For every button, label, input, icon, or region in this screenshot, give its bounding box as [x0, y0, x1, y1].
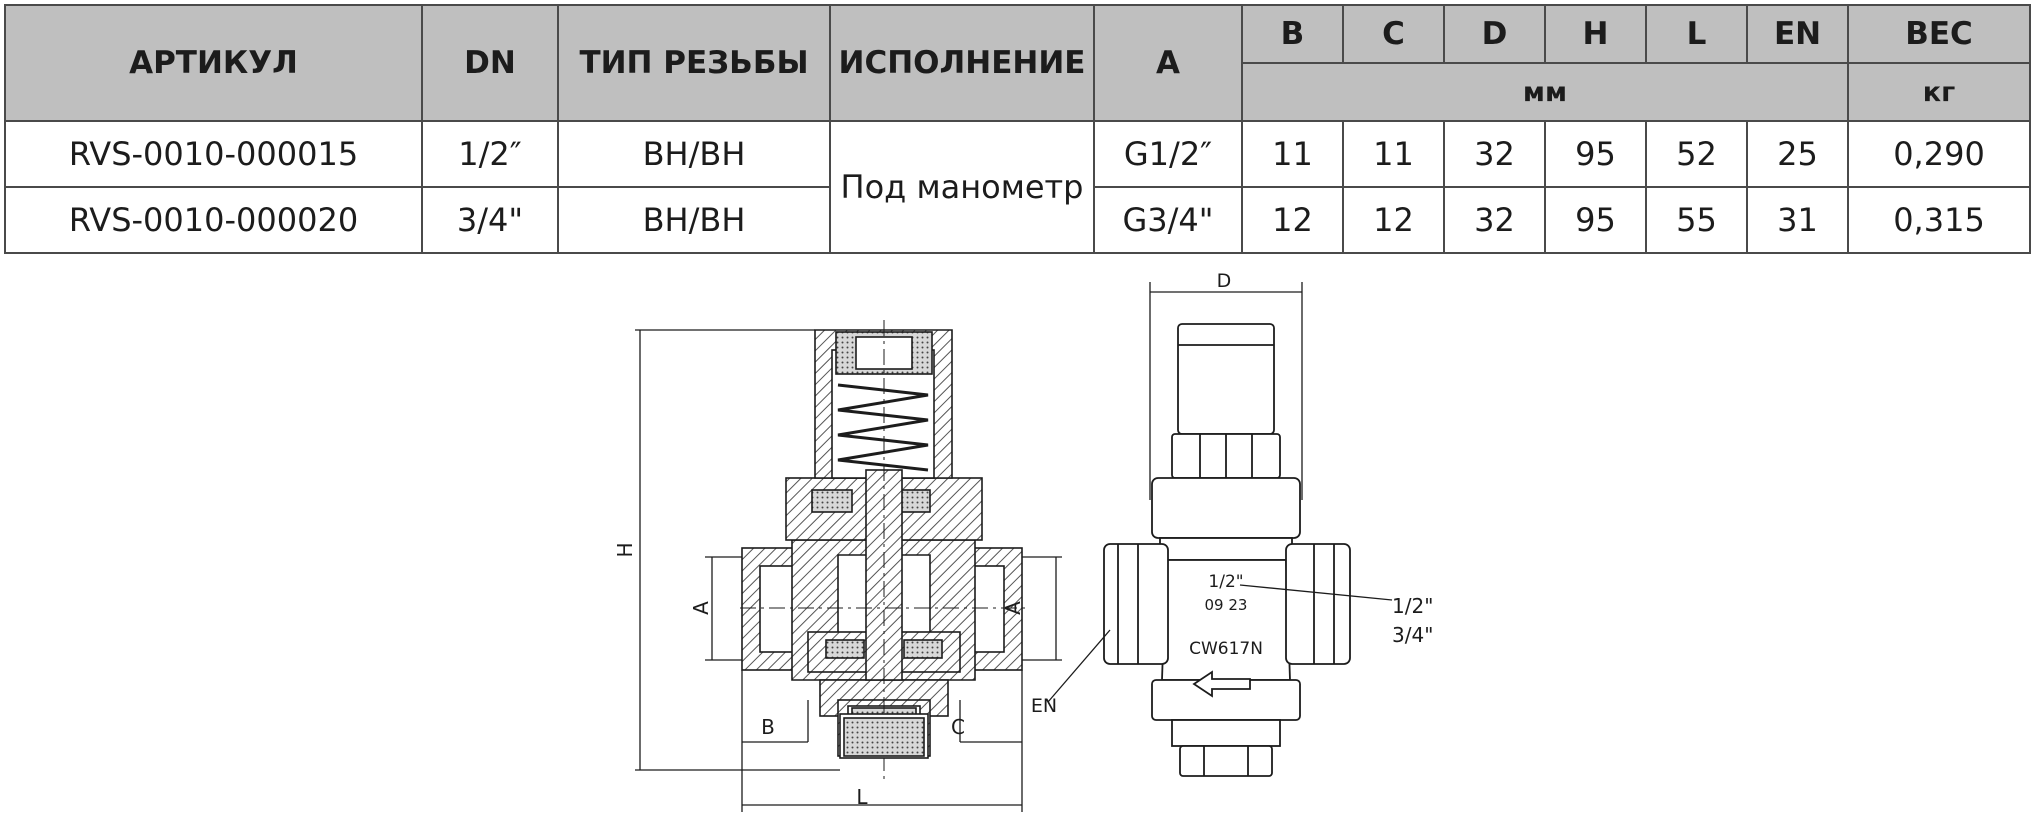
spring — [837, 383, 929, 472]
cell-d: 32 — [1443, 186, 1546, 254]
inlet-exterior — [1103, 543, 1169, 665]
cell-dn: 1/2″ — [421, 120, 559, 188]
cell-h: 95 — [1544, 120, 1647, 188]
exterior-view — [1103, 323, 1351, 777]
dimension-lines-left — [635, 329, 1062, 812]
callout-size-2: 3/4" — [1392, 623, 1433, 647]
body-mark-material: CW617N — [1189, 639, 1263, 659]
header-unit-mm: мм — [1241, 62, 1849, 122]
header-h: H — [1544, 4, 1647, 64]
dim-label-en: EN — [1031, 695, 1057, 717]
dim-label-h: H — [613, 542, 637, 557]
callout-size-1: 1/2" — [1392, 594, 1433, 618]
cell-d: 32 — [1443, 120, 1546, 188]
header-unit-kg: кг — [1847, 62, 2031, 122]
bonnet-ring — [1151, 477, 1301, 539]
dim-label-d: D — [1217, 270, 1232, 292]
header-thread-type: ТИП РЕЗЬБЫ — [557, 4, 831, 122]
cell-c: 11 — [1342, 120, 1445, 188]
header-version: ИСПОЛНЕНИЕ — [829, 4, 1095, 122]
flow-direction-arrow — [1192, 670, 1251, 698]
cell-b: 12 — [1241, 186, 1344, 254]
cell-artikul: RVS-0010-000015 — [4, 120, 423, 188]
header-d: D — [1443, 4, 1546, 64]
dim-label-l: L — [856, 785, 868, 809]
cell-en: 31 — [1746, 186, 1849, 254]
header-en: EN — [1746, 4, 1849, 64]
header-b: B — [1241, 4, 1344, 64]
cell-en: 25 — [1746, 120, 1849, 188]
table-row: RVS-0010-000015 1/2″ ВН/ВН Под манометр … — [4, 120, 2031, 254]
header-artikul: АРТИКУЛ — [4, 4, 423, 122]
header-a: A — [1093, 4, 1243, 122]
body-mark-date: 09 23 — [1205, 596, 1248, 614]
cell-weight: 0,315 — [1847, 186, 2031, 254]
cell-c: 12 — [1342, 186, 1445, 254]
cell-b: 11 — [1241, 120, 1344, 188]
bottom-nut — [1179, 745, 1273, 777]
spec-table: АРТИКУЛ DN ТИП РЕЗЬБЫ ИСПОЛНЕНИЕ A B C D… — [4, 4, 2031, 254]
header-c: C — [1342, 4, 1445, 64]
dim-label-a-right: A — [1001, 601, 1025, 615]
cell-thread-type: ВН/ВН — [557, 120, 831, 188]
cell-l: 52 — [1645, 120, 1748, 188]
header-weight: ВЕС — [1847, 4, 2031, 64]
section-view — [740, 320, 1030, 780]
outlet-exterior — [1285, 543, 1351, 665]
cell-a: G3/4" — [1093, 186, 1243, 254]
cell-artikul: RVS-0010-000020 — [4, 186, 423, 254]
header-dn: DN — [421, 4, 559, 122]
cell-dn: 3/4" — [421, 186, 559, 254]
table-row: RVS-0010-000020 3/4" ВН/ВН G3/4" 12 12 3… — [4, 186, 2031, 254]
dim-label-c: C — [951, 715, 965, 739]
cell-thread-type: ВН/ВН — [557, 186, 831, 254]
dim-label-a-left: A — [689, 601, 713, 615]
technical-drawing: H A A B C L 1/2" 09 23 CW617N — [613, 270, 1433, 812]
cell-a: G1/2″ — [1093, 120, 1243, 188]
cell-l: 55 — [1645, 186, 1748, 254]
cell-version: Под манометр — [829, 120, 1095, 254]
body-mark-size: 1/2" — [1208, 572, 1243, 592]
header-l: L — [1645, 4, 1748, 64]
cell-h: 95 — [1544, 186, 1647, 254]
cell-weight: 0,290 — [1847, 120, 2031, 188]
spring-cap — [1177, 323, 1275, 435]
dimension-lines-right — [1047, 282, 1393, 703]
dim-label-b: B — [761, 715, 775, 739]
